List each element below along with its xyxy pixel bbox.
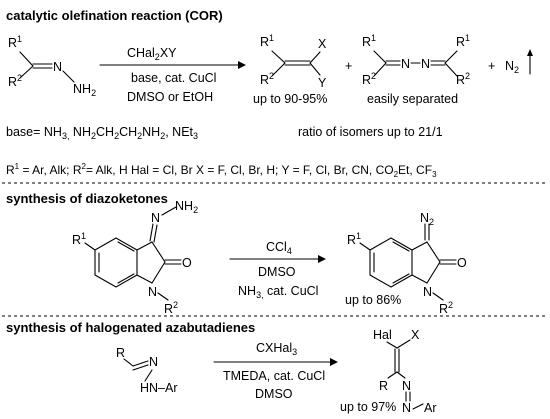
svg-text:N: N: [402, 379, 411, 393]
svg-text:R: R: [379, 379, 388, 393]
svg-text:Hal: Hal: [373, 328, 392, 342]
svg-text:N: N: [423, 285, 432, 299]
svg-text:N: N: [401, 57, 410, 71]
label-y: Y: [318, 76, 327, 90]
section-title-cor: catalytic olefination reaction (COR): [6, 8, 223, 23]
conditions-aza-2: DMSO: [255, 387, 293, 401]
svg-text:R: R: [116, 346, 125, 360]
reagent-cor: CHal2XY: [127, 46, 177, 62]
svg-text:N: N: [151, 211, 160, 225]
svg-text:N: N: [53, 60, 62, 74]
svg-text:N2: N2: [420, 211, 434, 227]
svg-text:N: N: [148, 285, 157, 299]
svg-text:R1: R1: [362, 33, 376, 49]
azine-byproduct: R1 R2 N N R1 R2 easily separated: [362, 33, 470, 106]
svg-text:R1: R1: [8, 34, 22, 50]
svg-text:N2: N2: [505, 59, 519, 75]
reaction-arrow-diazoketones: CCl4 DMSO NH3, cat. CuCl: [229, 240, 326, 300]
svg-text:N: N: [421, 57, 430, 71]
svg-text:HN–Ar: HN–Ar: [140, 381, 178, 395]
reagent-diazoketones: CCl4: [266, 240, 292, 256]
svg-text:N: N: [402, 401, 411, 415]
svg-text:R2: R2: [164, 300, 178, 316]
isomer-ratio: ratio of isomers up to 21/1: [298, 125, 443, 139]
yield-cor: up to 90-95%: [253, 92, 327, 106]
svg-text:NH2: NH2: [175, 199, 198, 215]
alkene-product: R1 R2 X Y up to 90-95%: [253, 33, 327, 106]
azabutadiene-product: Hal X R N N Ar up to 97%: [340, 328, 437, 415]
svg-text:R2: R2: [8, 73, 22, 89]
byproduct-note: easily separated: [367, 92, 458, 106]
svg-text:R2: R2: [362, 71, 376, 87]
conditions-aza-1: TMEDA, cat. CuCl: [223, 369, 325, 383]
svg-text:R2: R2: [439, 300, 453, 316]
svg-text:R1: R1: [347, 231, 361, 247]
nitrogen-gas: N2: [505, 49, 533, 75]
section-title-azabutadienes: synthesis of halogenated azabutadienes: [6, 320, 255, 335]
reagent-azabutadienes: CXHal3: [256, 341, 297, 357]
label-x: X: [318, 37, 327, 51]
svg-text:R1: R1: [260, 33, 274, 49]
plus-sign-1: +: [345, 59, 352, 73]
svg-text:Ar: Ar: [424, 401, 437, 415]
plus-sign-2: +: [488, 59, 495, 73]
svg-text:R1: R1: [456, 33, 470, 49]
section-title-diazoketones: synthesis of diazoketones: [6, 191, 168, 206]
reaction-arrow-cor: CHal2XY base, cat. CuCl DMSO or EtOH: [99, 46, 246, 104]
svg-text:X: X: [411, 328, 420, 342]
aryl-hydrazone-reactant: R N HN–Ar: [116, 346, 178, 395]
substituent-definitions: R1 = Ar, Alk; R2= Alk, H Hal = Cl, Br X …: [6, 162, 437, 179]
svg-text:O: O: [457, 256, 467, 270]
svg-text:R2: R2: [456, 71, 470, 87]
conditions-diazo-1: DMSO: [258, 265, 296, 279]
conditions-cor-2: DMSO or EtOH: [127, 90, 213, 104]
svg-text:N: N: [149, 355, 158, 369]
svg-text:R1: R1: [72, 231, 86, 247]
svg-text:R2: R2: [260, 71, 274, 87]
reaction-arrow-azabutadienes: CXHal3 TMEDA, cat. CuCl DMSO: [213, 341, 338, 401]
hydrazone-reactant: R1 R2 N NH2: [8, 34, 96, 98]
svg-text:O: O: [182, 256, 192, 270]
base-list: base= NH3, NH2CH2CH2NH2, NEt3: [6, 125, 198, 141]
conditions-diazo-2: NH3, cat. CuCl: [238, 284, 318, 300]
yield-diazoketones: up to 86%: [345, 293, 401, 307]
isatin-hydrazone-reactant: R1 N NH2 O N R2: [72, 199, 198, 316]
yield-azabutadienes: up to 97%: [340, 400, 396, 414]
diazoketone-product: R1 N2 O N R2 up to 86%: [345, 211, 467, 316]
conditions-cor-1: base, cat. CuCl: [131, 71, 216, 85]
svg-text:NH2: NH2: [73, 82, 96, 98]
